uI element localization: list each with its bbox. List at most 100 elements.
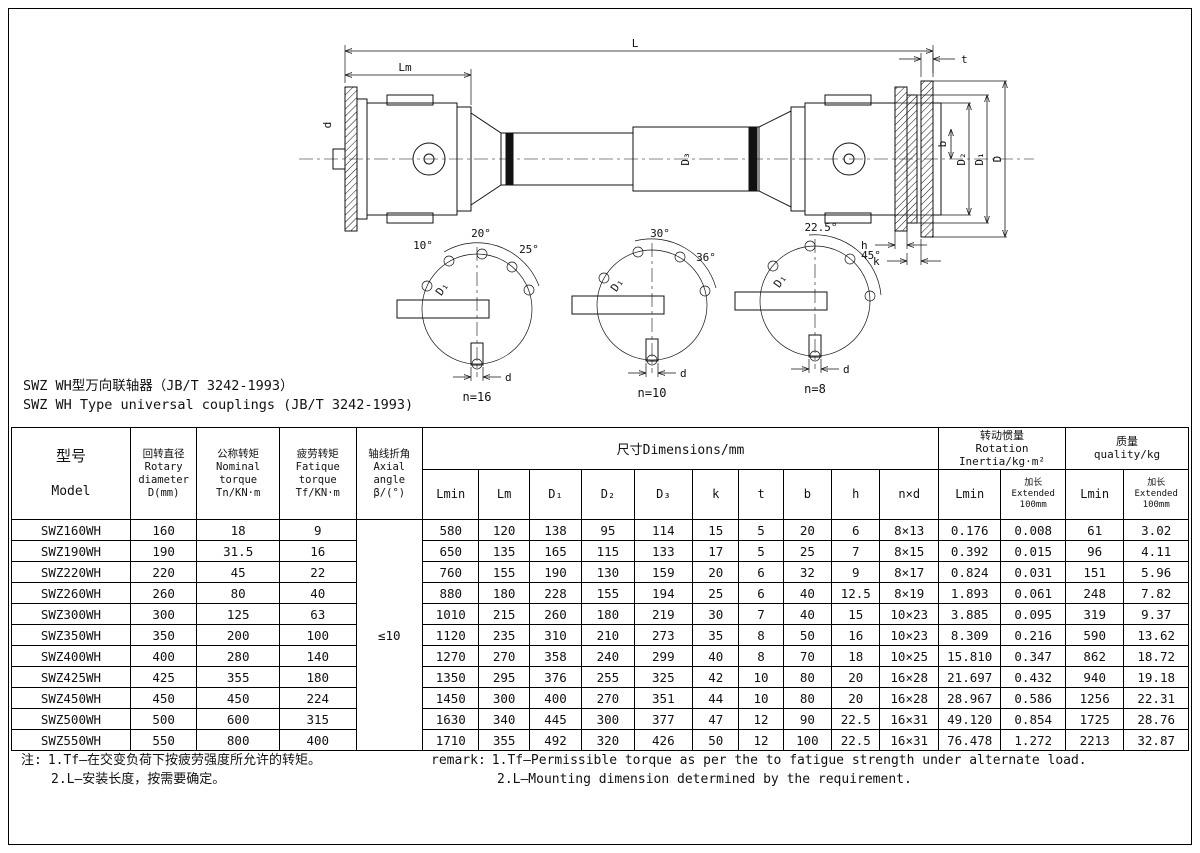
value-cell: 25 — [692, 582, 740, 604]
col-header-h: h — [831, 468, 881, 521]
value-cell: 3.885 — [937, 603, 1002, 625]
model-cell: SWZ425WH — [11, 666, 131, 688]
value-cell: 0.216 — [1000, 624, 1066, 646]
value-cell: 18 — [831, 645, 881, 667]
value-cell: 215 — [478, 603, 530, 625]
value-cell: 1630 — [422, 708, 480, 730]
value-cell: 400 — [129, 645, 198, 667]
value-cell: 130 — [581, 561, 635, 583]
value-cell: 492 — [528, 729, 583, 751]
col-group-dimensions: 尺寸Dimensions/mm — [422, 427, 939, 470]
value-cell: 376 — [528, 666, 583, 688]
value-cell: 96 — [1064, 540, 1125, 562]
value-cell: 155 — [581, 582, 635, 604]
value-cell: 800 — [196, 729, 280, 751]
value-cell: 340 — [478, 708, 530, 730]
value-cell: 16×31 — [879, 729, 939, 751]
value-cell: 315 — [278, 708, 357, 730]
value-cell: 224 — [278, 687, 357, 709]
model-cell: SWZ160WH — [11, 519, 131, 541]
value-cell: 10 — [738, 666, 784, 688]
dim-label-d-side: d — [321, 122, 334, 129]
col-header-quality-lmin: Lmin — [1064, 468, 1125, 521]
value-cell: 44 — [692, 687, 740, 709]
value-cell: 8×19 — [879, 582, 939, 604]
value-cell: 1256 — [1064, 687, 1125, 709]
value-cell: 50 — [692, 729, 740, 751]
value-cell: 3.02 — [1123, 519, 1189, 541]
value-cell: 15.810 — [937, 645, 1002, 667]
value-cell: 10×25 — [879, 645, 939, 667]
value-cell: 40 — [782, 582, 833, 604]
value-cell: 358 — [528, 645, 583, 667]
value-cell: 159 — [633, 561, 694, 583]
footnote-cn-line1: 1.Tf—在交变负荷下按疲劳强度所允许的转矩。 — [47, 753, 321, 768]
value-cell: 862 — [1064, 645, 1125, 667]
value-cell: 400 — [528, 687, 583, 709]
angle-label: 45° — [861, 249, 881, 262]
value-cell: 1710 — [422, 729, 480, 751]
value-cell: 255 — [581, 666, 635, 688]
value-cell: 220 — [129, 561, 198, 583]
value-cell: 7 — [831, 540, 881, 562]
value-cell: 0.008 — [1000, 519, 1066, 541]
value-cell: 280 — [196, 645, 280, 667]
value-cell: 76.478 — [937, 729, 1002, 751]
value-cell: 9 — [278, 519, 357, 541]
value-cell: 28.76 — [1123, 708, 1189, 730]
value-cell: 210 — [581, 624, 635, 646]
value-cell: 25 — [782, 540, 833, 562]
value-cell: 8×15 — [879, 540, 939, 562]
value-cell: 180 — [581, 603, 635, 625]
value-cell: 8.309 — [937, 624, 1002, 646]
value-cell: 80 — [782, 666, 833, 688]
value-cell: 135 — [478, 540, 530, 562]
value-cell: 32 — [782, 561, 833, 583]
value-cell: 16×31 — [879, 708, 939, 730]
value-cell: 47 — [692, 708, 740, 730]
value-cell: 32.87 — [1123, 729, 1189, 751]
value-cell: 20 — [831, 687, 881, 709]
value-cell: 240 — [581, 645, 635, 667]
value-cell: 15 — [831, 603, 881, 625]
flange-view-n16: 10° 20° 25° D₁ d n=16 — [396, 227, 540, 404]
page-title-chinese: SWZ WH型万向联轴器（JB/T 3242-1993） — [23, 378, 294, 394]
value-cell: 1450 — [422, 687, 480, 709]
value-cell: 120 — [478, 519, 530, 541]
value-cell: 450 — [196, 687, 280, 709]
value-cell: 350 — [129, 624, 198, 646]
value-cell: 63 — [278, 603, 357, 625]
value-cell: 1010 — [422, 603, 480, 625]
value-cell: 580 — [422, 519, 480, 541]
value-cell: 0.392 — [937, 540, 1002, 562]
dim-label-L: L — [632, 37, 639, 50]
bolt-count-caption: n=8 — [804, 382, 826, 396]
value-cell: 50 — [782, 624, 833, 646]
value-cell: 5 — [738, 540, 784, 562]
value-cell: 15 — [692, 519, 740, 541]
value-cell: 70 — [782, 645, 833, 667]
value-cell: 42 — [692, 666, 740, 688]
value-cell: 450 — [129, 687, 198, 709]
value-cell: 1120 — [422, 624, 480, 646]
value-cell: 248 — [1064, 582, 1125, 604]
value-cell: 61 — [1064, 519, 1125, 541]
value-cell: 355 — [196, 666, 280, 688]
value-cell: 0.095 — [1000, 603, 1066, 625]
footnote-label-en: remark: — [431, 753, 486, 768]
col-group-quality: 质量 quality/kg — [1064, 427, 1190, 470]
col-header-axial-angle: 轴线折角 Axial angle β/(°) — [355, 427, 424, 520]
value-cell: 600 — [196, 708, 280, 730]
value-cell: 20 — [831, 666, 881, 688]
value-cell: 400 — [278, 729, 357, 751]
col-header-nxd: n×d — [879, 468, 939, 521]
value-cell: 190 — [528, 561, 583, 583]
value-cell: 6 — [831, 519, 881, 541]
dim-label-t: t — [961, 53, 968, 66]
dim-label-b: b — [936, 141, 949, 148]
value-cell: 4.11 — [1123, 540, 1189, 562]
